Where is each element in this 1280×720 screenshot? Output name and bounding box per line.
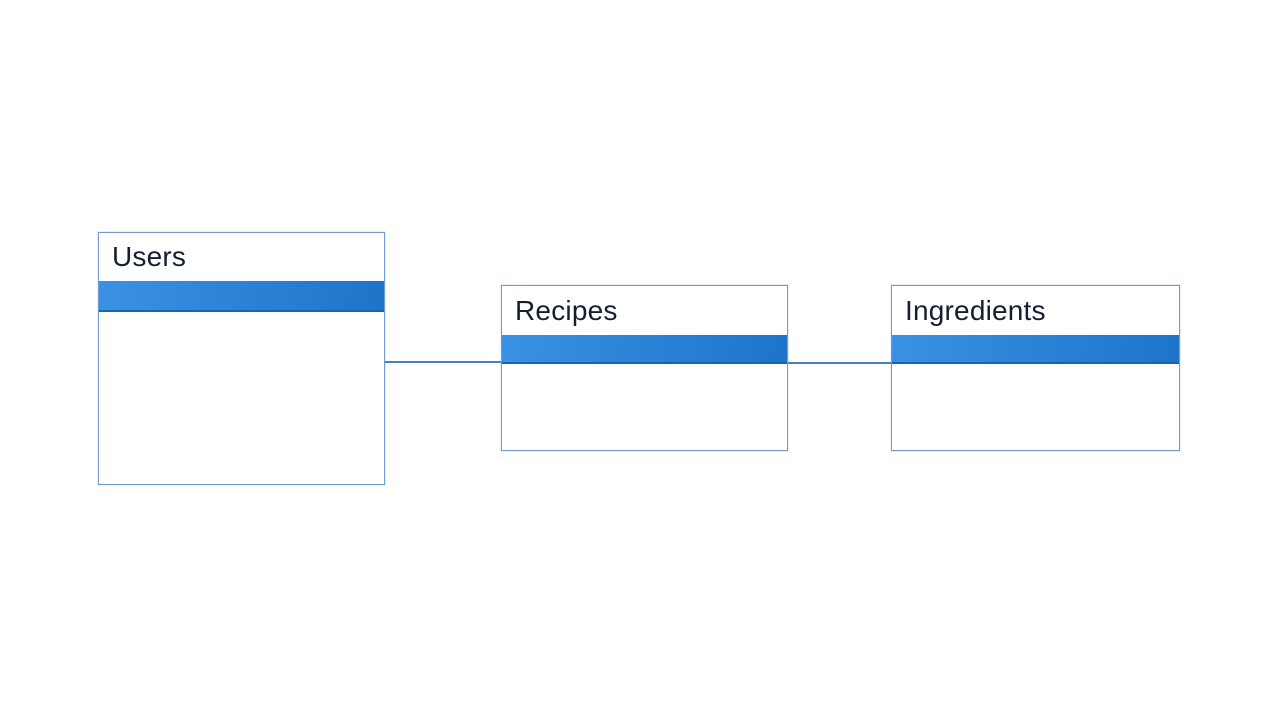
entity-users-title: Users — [112, 241, 187, 272]
entity-recipes[interactable]: Recipes — [501, 285, 788, 451]
entity-recipes-header-bar — [502, 335, 787, 364]
connector-recipes-ingredients[interactable] — [788, 362, 891, 364]
entity-ingredients-header-bar — [892, 335, 1179, 364]
entity-ingredients[interactable]: Ingredients — [891, 285, 1180, 451]
entity-users-header-bar — [99, 281, 384, 312]
entity-users[interactable]: Users — [98, 232, 385, 485]
entity-ingredients-title: Ingredients — [905, 294, 1046, 326]
entity-recipes-title: Recipes — [515, 294, 618, 326]
connector-users-recipes[interactable] — [385, 361, 501, 363]
